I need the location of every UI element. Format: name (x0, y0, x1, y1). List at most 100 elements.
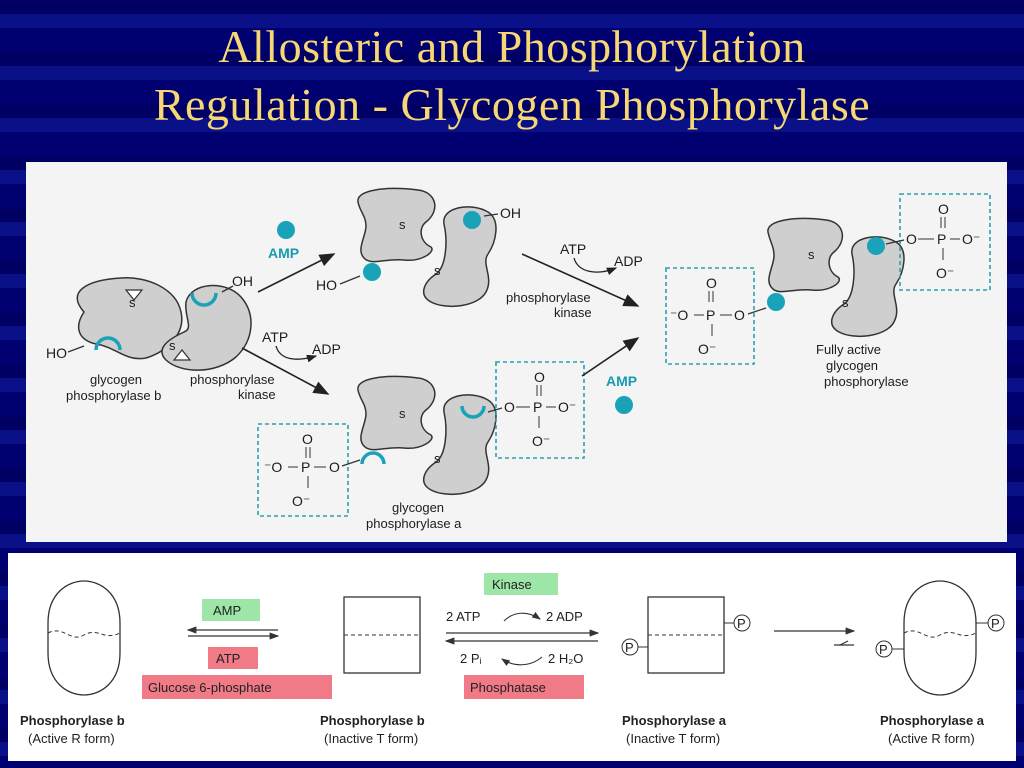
amp-site-a-left (360, 451, 386, 465)
subunit-a-left (357, 375, 436, 451)
phosphorylase-a-label-2: phosphorylase a (366, 516, 462, 531)
subunit-active-right (830, 236, 905, 338)
amp-site-a-right (460, 405, 486, 419)
amp-tag (202, 599, 260, 621)
phosphate-o: O (504, 399, 515, 415)
subunit-label-s: s (434, 451, 441, 466)
phosphorylase-b-protein: s s HO OH (46, 273, 253, 371)
allosteric-site-left (124, 289, 144, 301)
state4-name: Phosphorylase a (880, 713, 985, 728)
active-label-1: Fully active (816, 342, 881, 357)
amp-site-right (190, 292, 218, 307)
state1-name: Phosphorylase b (20, 713, 125, 728)
phosphate-o-minus: O⁻ (558, 399, 576, 415)
phosphorylase-a-label-1: glycogen (392, 500, 444, 515)
amp-label: AMP (268, 245, 299, 261)
atp-label-upper: ATP (560, 241, 586, 257)
arrow-kinase-lower (241, 347, 330, 395)
arrow-amp-to-active (581, 337, 640, 377)
hydroxyl-upper-left: HO (316, 277, 337, 293)
phospho-p-icon: P (625, 640, 634, 655)
phosphate-group-a-left: O ⁻O P O O⁻ (257, 423, 361, 517)
allosteric-diagram: s s HO OH glycogen phosphorylase b AMP s… (46, 187, 991, 531)
atp-adp-curve-lower (275, 345, 318, 363)
phosphatase-tag-label: Phosphatase (470, 680, 546, 695)
state-a-inactive-t: P P (621, 596, 751, 674)
phosphate-o-minus: ⁻O (670, 307, 688, 323)
subunit-label-s: s (808, 247, 815, 262)
subunit-label-s: s (399, 406, 406, 421)
subunit-label-s: s (169, 338, 176, 353)
two-h2o: 2 H₂O (548, 651, 583, 666)
arrow-amp-binding (257, 253, 336, 293)
state3-form: (Inactive T form) (626, 731, 720, 746)
amp-label-lower: AMP (606, 373, 637, 389)
state1-form: (Active R form) (28, 731, 115, 746)
phosphate-group-active-left: O ⁻O P O O⁻ (665, 267, 767, 365)
kinase-label-lower-1: phosphorylase (190, 372, 275, 387)
arrow-kinase-upper (521, 253, 640, 307)
subunit-label-s: s (399, 217, 406, 232)
phosphate-group-a-right: O O P O⁻ O⁻ (487, 361, 585, 459)
top-diagram-panel: s s HO OH glycogen phosphorylase b AMP s… (26, 162, 1007, 542)
fully-active-protein: s s (767, 217, 905, 338)
phosphate-group-active-right: O O P O⁻ O⁻ (885, 193, 991, 291)
atp-adp-curve-upper (573, 257, 618, 275)
state-a-active-r: P P (875, 580, 1005, 696)
phosphate-o-minus: ⁻O (264, 459, 282, 475)
kinase-label-lower-2: kinase (238, 387, 276, 402)
phosphorylase-b-amp-bound: s s HO OH (316, 187, 521, 308)
subunit-a-right (422, 394, 497, 496)
subunit-label-s: s (842, 295, 849, 310)
phosphate-p: P (706, 307, 715, 323)
amp-tag-label: AMP (213, 603, 241, 618)
phosphate-o-minus: O⁻ (292, 493, 310, 509)
phosphate-o: O (329, 459, 340, 475)
two-pi: 2 Pᵢ (460, 651, 482, 666)
atp-label-lower: ATP (262, 329, 288, 345)
two-adp: 2 ADP (546, 609, 583, 624)
phosphatase-tag (464, 675, 584, 699)
phospho-p-icon: P (879, 642, 888, 657)
state-b-inactive-t (343, 596, 421, 674)
subunit-right (161, 284, 252, 371)
g6p-tag-label: Glucose 6-phosphate (148, 680, 272, 695)
amp-molecule (277, 221, 295, 239)
subunit-upper-left (357, 187, 436, 263)
amp-bound-right (463, 211, 481, 229)
subunit-upper-right (422, 206, 497, 308)
phosphate-o-minus: O⁻ (962, 231, 980, 247)
phosphate-o: O (534, 369, 545, 385)
state-b-active-r (47, 580, 121, 696)
phosphate-o: O (938, 201, 949, 217)
phosphate-o-minus: O⁻ (698, 341, 716, 357)
kinase-label-upper-2: kinase (554, 305, 592, 320)
hydroxyl-left: HO (46, 345, 67, 361)
amp-site-left (94, 336, 122, 351)
atp-tag (208, 647, 258, 669)
state2-form: (Inactive T form) (324, 731, 418, 746)
allosteric-site-right (172, 349, 192, 361)
kinase-tag (484, 573, 558, 595)
title-line-2: Regulation - Glycogen Phosphorylase (153, 79, 871, 130)
phosphate-o: O (734, 307, 745, 323)
subunit-label-s: s (129, 295, 136, 310)
phosphorylase-a-protein: s s (357, 375, 497, 496)
g6p-tag (142, 675, 332, 699)
bottom-diagram-panel: Phosphorylase b (Active R form) AMP ATP … (8, 553, 1016, 761)
phosphate-o: O (302, 431, 313, 447)
title-line-1: Allosteric and Phosphorylation (218, 21, 806, 72)
phosphate-o: O (706, 275, 717, 291)
amp-bound-active-right (867, 237, 885, 255)
amp-bound-left (363, 263, 381, 281)
two-atp: 2 ATP (446, 609, 480, 624)
amp-molecule-lower (615, 396, 633, 414)
conformation-diagram: Phosphorylase b (Active R form) AMP ATP … (20, 573, 1005, 746)
hydroxyl-upper-right: OH (500, 205, 521, 221)
subunit-label-s: s (434, 263, 441, 278)
phosphorylase-b-label-1: glycogen (90, 372, 142, 387)
phosphate-o-minus: O⁻ (532, 433, 550, 449)
hydroxyl-right: OH (232, 273, 253, 289)
phospho-p-icon: P (991, 616, 1000, 631)
adp-label-upper: ADP (614, 253, 643, 269)
